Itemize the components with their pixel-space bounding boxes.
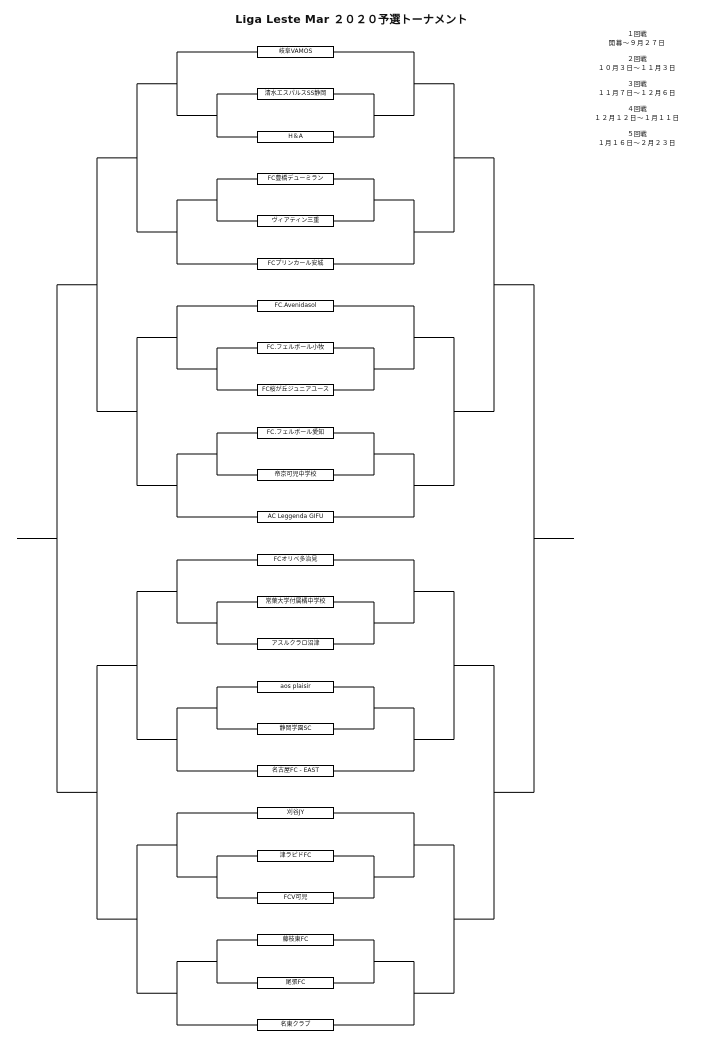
round-name: ３回戦 [627, 80, 647, 88]
team-box: 名東クラブ [257, 1019, 334, 1031]
team-box: 常葉大学付属橘中学校 [257, 596, 334, 608]
round-name: ５回戦 [627, 130, 647, 138]
schedule-round-3: ３回戦 １１月７日～１２月６日 [578, 80, 696, 98]
round-dates: １月１６日～２月２３日 [597, 139, 677, 147]
team-box: AC Leggenda GIFU [257, 511, 334, 523]
round-name: ４回戦 [627, 105, 647, 113]
schedule-round-5: ５回戦 １月１６日～２月２３日 [578, 130, 696, 148]
team-box: FCV可児 [257, 892, 334, 904]
team-box: FC.Avenidasol [257, 300, 334, 312]
round-dates: １２月１２日～１月１１日 [594, 114, 680, 122]
team-box: FC豊橋デューミラン [257, 173, 334, 185]
team-box: 尾張FC [257, 977, 334, 989]
team-box: 岐阜VAMOS [257, 46, 334, 58]
team-box: FC桜が丘ジュニアユース [257, 384, 334, 396]
round-dates: 開幕～９月２７日 [608, 39, 666, 47]
team-box: FCオリベ多治見 [257, 554, 334, 566]
team-box: 清水エスパルスSS静岡 [257, 88, 334, 100]
team-box: H＆A [257, 131, 334, 143]
team-box: 名古屋FC - EAST [257, 765, 334, 777]
team-box: 津ラピドFC [257, 850, 334, 862]
team-box: 静岡学園SC [257, 723, 334, 735]
team-box: FC.フェルボール愛知 [257, 427, 334, 439]
team-box: 藤枝東FC [257, 934, 334, 946]
team-box: aos plaisir [257, 681, 334, 693]
tournament-title: Liga Leste Mar ２０２０予選トーナメント [235, 13, 468, 26]
round-name: ２回戦 [627, 55, 647, 63]
round-dates: １０月３日～１１月３日 [597, 64, 677, 72]
team-box: アスルクラロ沼津 [257, 638, 334, 650]
round-dates: １１月７日～１２月６日 [597, 89, 677, 97]
round-schedule: １回戦 開幕～９月２７日 ２回戦 １０月３日～１１月３日 ３回戦 １１月７日～１… [578, 30, 696, 155]
team-box: 帝京可児中学校 [257, 469, 334, 481]
schedule-round-2: ２回戦 １０月３日～１１月３日 [578, 55, 696, 73]
schedule-round-4: ４回戦 １２月１２日～１月１１日 [578, 105, 696, 123]
round-name: １回戦 [627, 30, 647, 38]
schedule-round-1: １回戦 開幕～９月２７日 [578, 30, 696, 48]
team-box: FC.フェルボール小牧 [257, 342, 334, 354]
team-box: ヴィアティン三重 [257, 215, 334, 227]
team-box: FCプリンカール安城 [257, 258, 334, 270]
team-box: 刈谷JY [257, 807, 334, 819]
